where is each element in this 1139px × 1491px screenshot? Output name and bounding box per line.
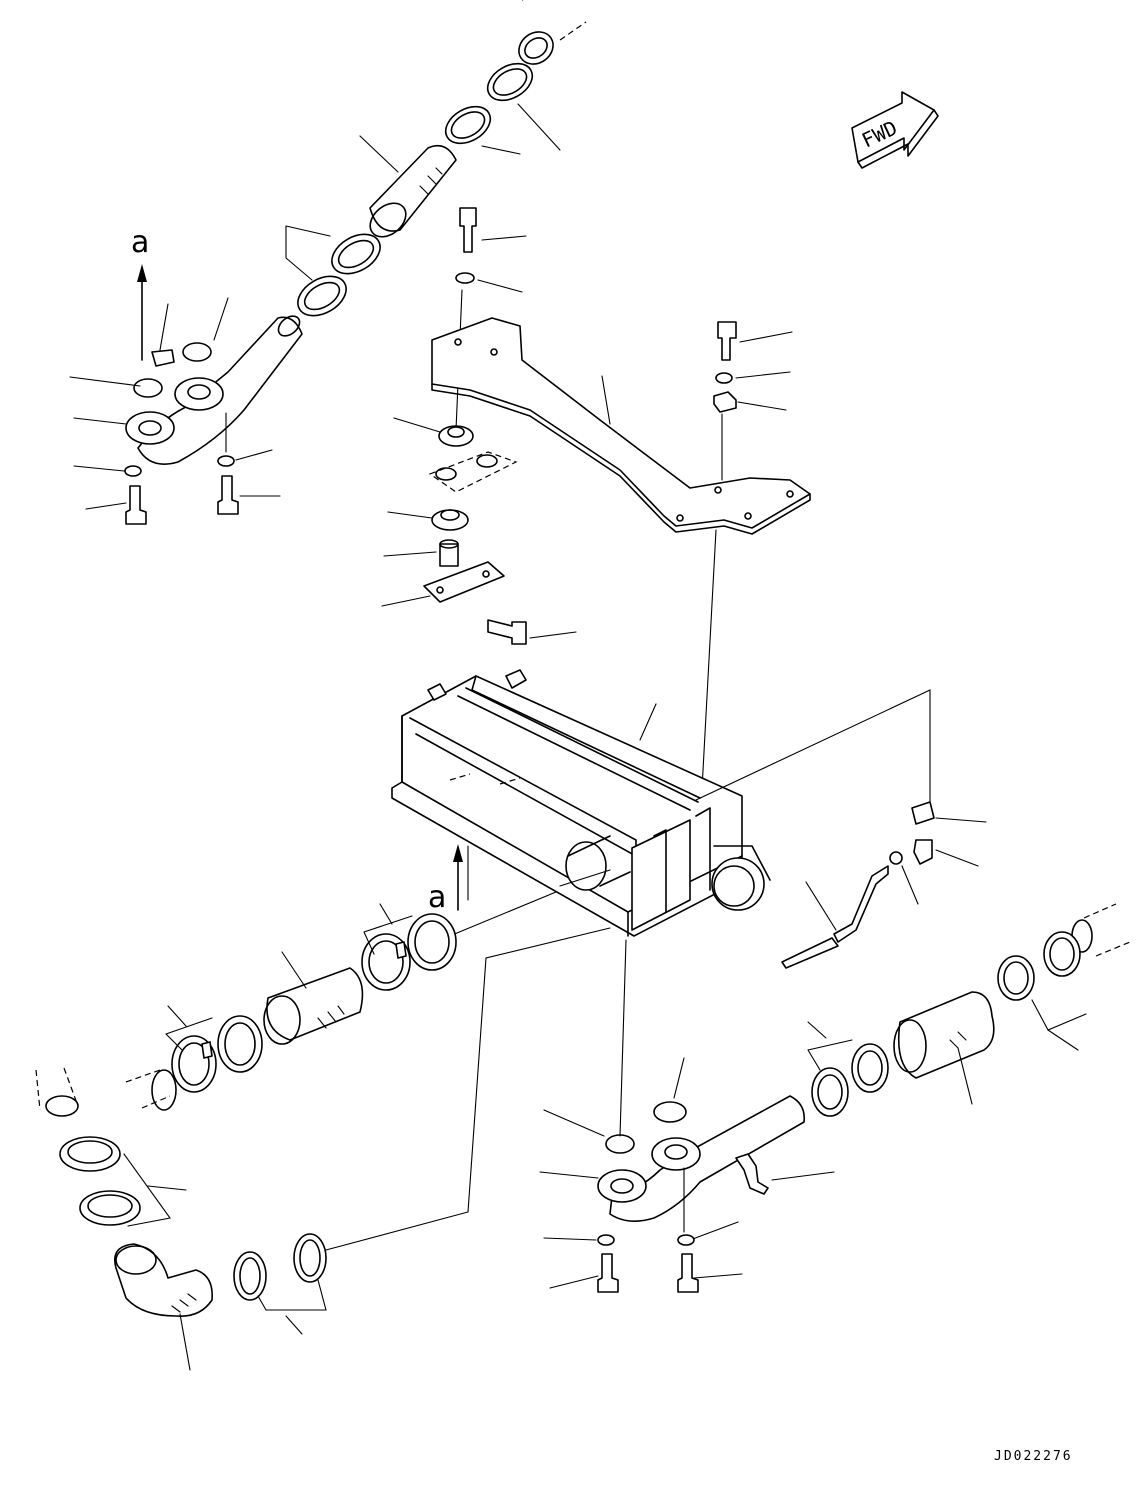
hose-clamp <box>59 1136 121 1172</box>
hose-clamp <box>444 105 492 145</box>
view-a-upper: a <box>131 225 149 361</box>
tube <box>833 865 889 943</box>
washer <box>455 272 475 284</box>
lower-right-pipe-assembly <box>539 903 1131 1293</box>
drawing-code: JD022276 <box>994 1449 1073 1464</box>
washer <box>715 372 733 384</box>
washer <box>217 455 235 467</box>
mounting-bracket <box>431 317 811 529</box>
bolt <box>717 321 737 361</box>
lower-left-pipe-assembly <box>35 903 611 1371</box>
flange <box>174 377 224 411</box>
rubber-hose <box>266 967 364 1041</box>
bolt <box>597 1253 619 1293</box>
intercooler <box>391 669 771 941</box>
plug <box>735 1153 769 1195</box>
washer <box>597 1234 615 1246</box>
mount-rubber <box>438 425 474 447</box>
bolt <box>125 485 147 525</box>
air-tube <box>609 1095 806 1222</box>
boss <box>505 669 527 689</box>
washer <box>889 851 903 865</box>
gasket <box>605 1134 635 1154</box>
plate <box>423 561 505 603</box>
outlet-pipe <box>565 841 607 891</box>
hose-clamp <box>297 275 347 317</box>
elbow-fitting <box>913 839 933 865</box>
rubber-hose <box>897 991 995 1079</box>
tube <box>781 937 839 969</box>
plug <box>151 349 175 367</box>
washer <box>124 465 142 477</box>
hose-clamp <box>79 1190 141 1226</box>
gasket <box>133 378 163 398</box>
flange <box>651 1137 701 1171</box>
fitting <box>911 801 935 825</box>
rubber-hose <box>369 144 457 232</box>
bolt <box>217 475 239 515</box>
flange-group-upper <box>69 297 281 525</box>
sensor-line <box>695 689 987 969</box>
view-label-a-upper: a <box>131 225 149 260</box>
nut <box>713 391 737 413</box>
gasket <box>182 342 212 362</box>
sensor <box>487 619 527 645</box>
washer <box>677 1234 695 1246</box>
view-label-a-lower: a <box>428 880 446 915</box>
hose-clamp <box>233 1251 267 1301</box>
flange <box>597 1169 647 1203</box>
view-a-lower: a <box>428 844 463 915</box>
elbow-hose <box>114 1243 213 1317</box>
arrow-up-icon <box>137 264 147 282</box>
flange <box>125 411 175 445</box>
gasket <box>653 1101 687 1123</box>
collar <box>439 543 459 567</box>
bracket-assembly <box>381 207 811 901</box>
bolt <box>677 1253 699 1293</box>
hose-clamp <box>293 1233 327 1283</box>
fwd-arrow-icon: FWD <box>851 91 939 169</box>
hose-clamp <box>486 62 534 102</box>
hose-clamp <box>331 233 381 275</box>
bolt <box>459 207 477 253</box>
